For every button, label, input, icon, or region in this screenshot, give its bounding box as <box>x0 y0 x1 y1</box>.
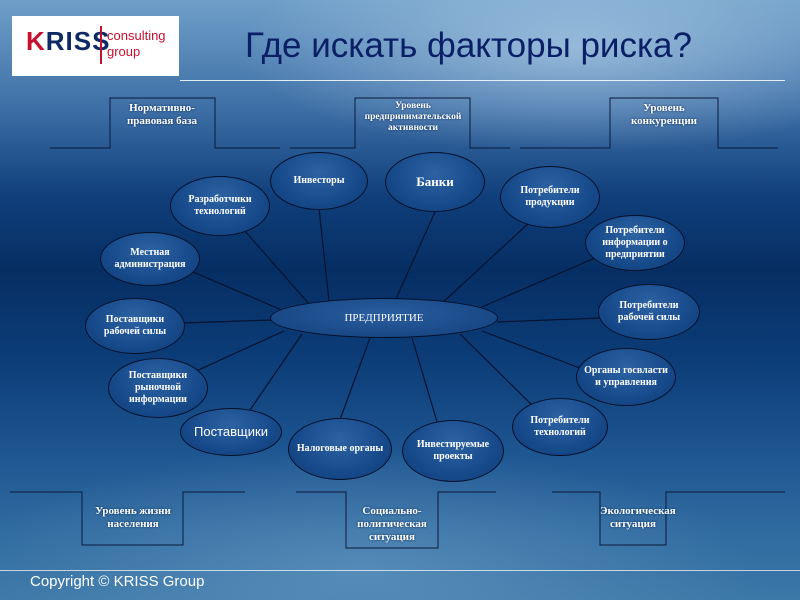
level-living-standard: Уровень жизни населения <box>95 505 171 530</box>
node-invested-projects-label: Инвестируемые проекты <box>416 439 490 462</box>
node-tech-consumers: Потребители технологий <box>512 398 608 456</box>
node-labor-suppliers: Поставщики рабочей силы <box>85 298 185 354</box>
logo-mark: KRISS <box>26 26 111 56</box>
node-labor-suppliers-label: Поставщики рабочей силы <box>103 314 167 337</box>
node-tax-authorities-label: Налоговые органы <box>296 443 384 454</box>
node-labor-consumers-label: Потребители рабочей силы <box>617 300 681 323</box>
spoke-market-info-suppliers <box>193 330 285 373</box>
node-investors-label: Инвесторы <box>293 175 345 186</box>
spoke-product-consumers <box>439 221 531 306</box>
logo-divider <box>100 26 102 64</box>
footer-divider <box>0 570 800 571</box>
company-logo: KRISS consulting group <box>12 16 179 76</box>
node-banks: Банки <box>385 152 485 212</box>
node-local-admin: Местная администрация <box>100 232 200 286</box>
spoke-tech-developers <box>243 229 311 306</box>
footer-copyright: Copyright © KRISS Group <box>30 573 205 590</box>
spoke-invested-projects <box>411 337 439 426</box>
spoke-labor-consumers <box>496 317 601 323</box>
spoke-banks <box>394 211 436 302</box>
node-info-consumers-label: Потребители информации о предприятии <box>602 225 668 260</box>
level-ecological: Экологическая ситуация <box>600 505 676 530</box>
node-market-info-suppliers: Поставщики рыночной информации <box>108 358 208 418</box>
spoke-tax-authorities <box>337 337 371 426</box>
node-market-info-suppliers-label: Поставщики рыночной информации <box>128 370 188 405</box>
node-tech-developers: Разработчики технологий <box>170 176 270 236</box>
spoke-labor-suppliers <box>181 319 273 324</box>
node-product-consumers: Потребители продукции <box>500 166 600 228</box>
node-invested-projects: Инвестируемые проекты <box>402 420 504 482</box>
node-suppliers-label: Поставщики <box>194 424 268 439</box>
node-info-consumers: Потребители информации о предприятии <box>585 215 685 271</box>
node-product-consumers-label: Потребители продукции <box>520 185 580 208</box>
node-gov-bodies: Органы госвласти и управления <box>576 348 676 406</box>
node-labor-consumers: Потребители рабочей силы <box>598 284 700 340</box>
level-socio-political: Социально-политическая ситуация <box>357 505 427 543</box>
spoke-local-admin <box>192 271 285 312</box>
title-underline <box>180 80 785 81</box>
level-legal-base: Нормативно-правовая база <box>126 102 198 127</box>
node-tax-authorities: Налоговые органы <box>288 418 392 480</box>
spoke-investors <box>318 207 331 311</box>
spoke-suppliers <box>247 333 303 414</box>
level-competition: Уровень конкуренции <box>630 102 698 127</box>
node-banks-label: Банки <box>416 174 454 189</box>
node-investors: Инвесторы <box>270 152 368 210</box>
center-enterprise: ПРЕДПРИЯТИЕ <box>270 298 498 338</box>
node-tech-consumers-label: Потребители технологий <box>530 415 590 438</box>
spoke-info-consumers <box>474 257 596 311</box>
logo-subtitle: consulting group <box>107 28 166 59</box>
node-local-admin-label: Местная администрация <box>114 247 186 270</box>
node-gov-bodies-label: Органы госвласти и управления <box>584 365 668 388</box>
node-tech-developers-label: Разработчики технологий <box>188 194 252 217</box>
spoke-tech-consumers <box>459 333 538 411</box>
center-enterprise-label: ПРЕДПРИЯТИЕ <box>344 312 424 324</box>
spoke-gov-bodies <box>481 330 586 371</box>
level-business-activity: Уровень предпринимательской активности <box>364 101 462 133</box>
node-suppliers: Поставщики <box>180 408 282 456</box>
slide-title: Где искать факторы риска? <box>245 26 692 65</box>
